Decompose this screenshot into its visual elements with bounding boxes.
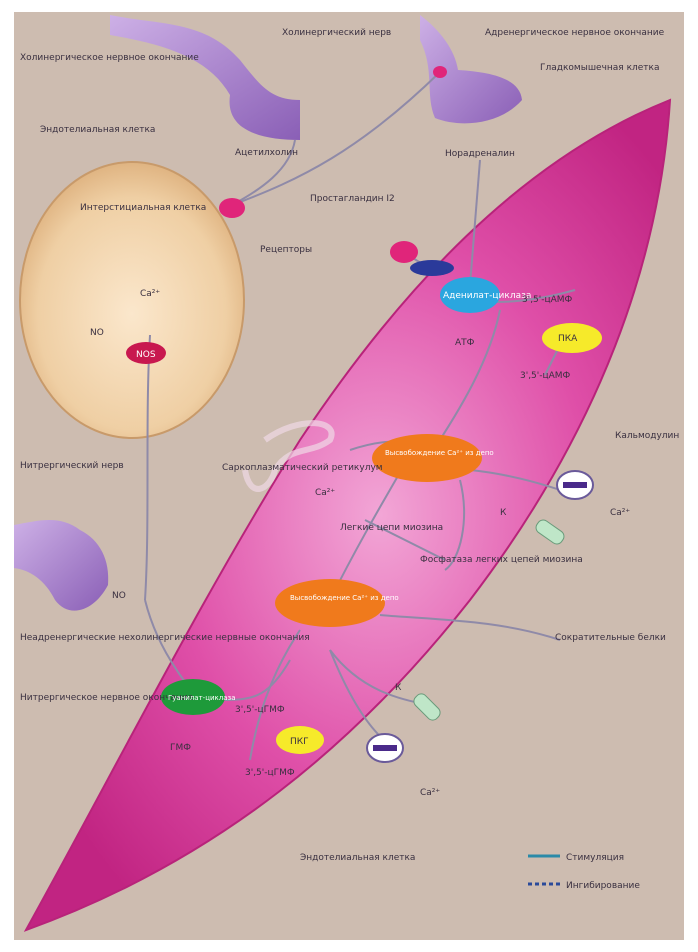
label-ca-release-2: Высвобождение Ca²⁺ из депо xyxy=(290,594,399,602)
label-ca-depot: Саркоплазматический ретикулум xyxy=(222,463,383,473)
label-nerve-ending-top: Холинергический нерв xyxy=(282,28,391,38)
label-ca-out-1: Ca²⁺ xyxy=(610,508,630,518)
ca-release-upper xyxy=(372,434,482,482)
label-endothelial-cell: Эндотелиальная клетка xyxy=(40,125,155,135)
ca-release-lower xyxy=(275,579,385,627)
label-calmodulin: Кальмодулин xyxy=(615,431,679,441)
label-myofilaments: Сократительные белки xyxy=(555,633,666,643)
label-channel-k2: К xyxy=(395,683,402,693)
label-nonadrenergic: Неадренергические нехолинергические нерв… xyxy=(20,633,310,643)
label-cgmp: 3',5'-цГМФ xyxy=(235,705,285,715)
label-atp: АТФ xyxy=(455,338,475,348)
label-gmp: ГМФ xyxy=(170,743,191,753)
label-pkg: ПКГ xyxy=(290,737,309,747)
label-pka: ПКА xyxy=(558,334,578,344)
label-myosin-phosphatase: Фосфатаза легких цепей миозина xyxy=(420,555,583,565)
label-cgmp-2: 3',5'-цГМФ xyxy=(245,768,295,778)
label-interstitial-cell: Интерстициальная клетка xyxy=(80,203,206,213)
label-ca-sr: Ca²⁺ xyxy=(315,488,335,498)
endothelial-receptor xyxy=(219,198,245,218)
label-no-left: NO xyxy=(112,591,126,601)
prostaglandin-receptor xyxy=(390,241,418,263)
label-adrenergic-ending: Адренергическое нервное окончание xyxy=(485,28,665,38)
channel-ca-upper xyxy=(557,471,593,499)
label-smooth-muscle: Гладкомышечная клетка xyxy=(540,63,660,73)
label-receptors: Рецепторы xyxy=(260,245,312,255)
channel-ca-lower xyxy=(367,734,403,762)
label-cholinergic-ending: Холинергическое нервное окончание xyxy=(20,53,199,63)
label-ca-endo: Ca²⁺ xyxy=(140,289,160,299)
label-norepinephrine: Норадреналин xyxy=(445,149,515,159)
label-ca-out-2: Ca²⁺ xyxy=(420,788,440,798)
adrenergic-receptor-top xyxy=(433,66,447,78)
label-nerve-ending-left: Нитрергический нерв xyxy=(20,461,124,471)
label-camp: 3',5'-цАМФ xyxy=(522,295,573,305)
legend-inhibition: Ингибирование xyxy=(566,881,640,891)
label-prostaglandin: Простагландин I2 xyxy=(310,194,395,204)
g-protein xyxy=(410,260,454,276)
label-ca-release-1: Высвобождение Ca²⁺ из депо xyxy=(385,449,494,457)
label-camp-2: 3',5'-цАМФ xyxy=(520,371,571,381)
label-guanylyl-cyclase: Гуанилат-циклаза xyxy=(168,694,236,702)
label-myosin-chain: Легкие цепи миозина xyxy=(340,523,443,533)
label-adenylyl-cyclase: Аденилат-циклаза xyxy=(443,291,531,301)
label-enos: NOS xyxy=(136,350,156,360)
label-no: NO xyxy=(90,328,104,338)
legend-activation: Стимуляция xyxy=(566,853,624,863)
label-acetylcholine: Ацетилхолин xyxy=(235,148,298,158)
label-vascular-endothelium: Эндотелиальная клетка xyxy=(300,853,415,863)
label-channel-k: К xyxy=(500,508,507,518)
